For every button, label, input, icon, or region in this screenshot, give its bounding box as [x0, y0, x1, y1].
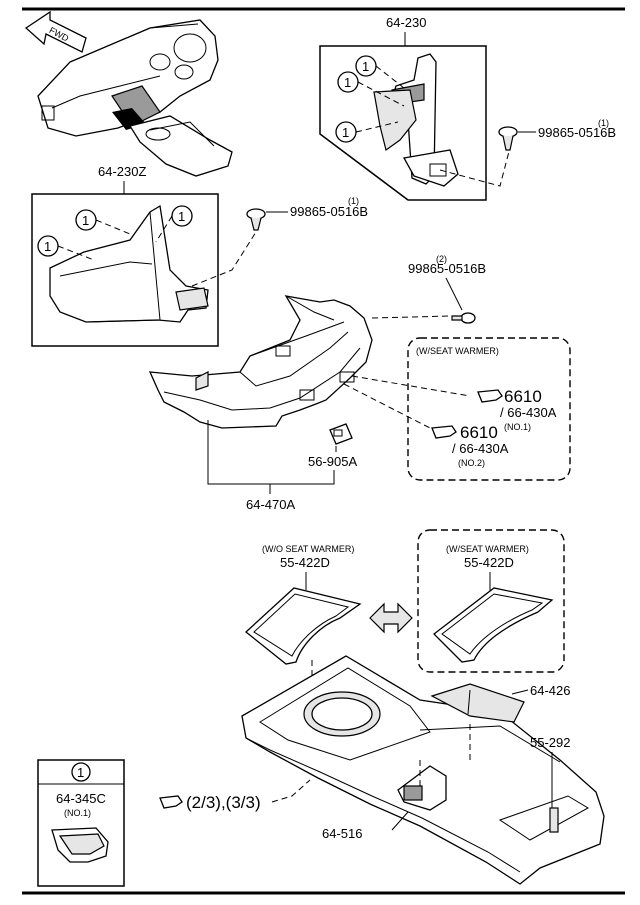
- callout-64-516: 64-516: [322, 826, 362, 841]
- fwd-arrow-icon: FWD: [24, 10, 87, 53]
- marker-1: 1: [171, 205, 193, 227]
- part-64-230z: [49, 204, 209, 323]
- bracket-56-905a: [329, 423, 353, 445]
- clip-64-345c-icon: [51, 827, 109, 863]
- marker-1: 1: [71, 762, 91, 782]
- wo-seat-warmer-label: (W/O SEAT WARMER): [262, 544, 354, 554]
- w-seat-warmer-label: (W/SEAT WARMER): [446, 544, 529, 554]
- marker-1: 1: [355, 55, 377, 77]
- ref-66-430a: / 66-430A: [500, 405, 557, 420]
- callout-64-230z: 64-230Z: [98, 164, 146, 179]
- callout-64-230: 64-230: [386, 15, 426, 30]
- hand-pointer-icon: [431, 425, 457, 439]
- legend-note: (NO.1): [64, 808, 91, 818]
- legend-box: [37, 759, 125, 887]
- svg-text:1: 1: [178, 209, 185, 224]
- box-64-230z: [31, 193, 219, 347]
- marker-1: 1: [337, 71, 359, 93]
- callout-99865-0516b: 99865-0516B: [538, 125, 616, 140]
- seat-warmer-mat-box: [417, 529, 565, 673]
- ref-66-430a: / 66-430A: [452, 441, 509, 456]
- hand-pointer-icon: [159, 795, 183, 809]
- seat-warmer-box-title: (W/SEAT WARMER): [416, 346, 499, 356]
- ref-6610: 6610: [504, 387, 542, 406]
- swap-arrow-icon: [369, 602, 413, 634]
- svg-text:1: 1: [77, 765, 84, 780]
- ref-note: (NO.2): [458, 458, 485, 468]
- ref-6610: 6610: [460, 423, 498, 442]
- legend-part-64-345c: 64-345C: [56, 791, 106, 806]
- page-reference: (2/3),(3/3): [186, 793, 261, 812]
- mat-55-422d: [245, 587, 362, 665]
- svg-text:1: 1: [44, 239, 51, 254]
- callout-qty: (1): [348, 196, 359, 206]
- marker-1: 1: [37, 235, 59, 257]
- marker-1: 1: [335, 121, 357, 143]
- svg-text:1: 1: [82, 213, 89, 228]
- clip-icon: [451, 312, 476, 324]
- svg-text:1: 1: [344, 75, 351, 90]
- mat-55-422d: [433, 587, 554, 663]
- callout-qty: (2): [436, 254, 447, 264]
- mat-64-426: [430, 683, 525, 723]
- callout-56-905a: 56-905A: [308, 454, 357, 469]
- box-64-230: [319, 45, 487, 201]
- ref-note: (NO.1): [504, 422, 531, 432]
- callout-55-422d: 55-422D: [280, 555, 330, 570]
- console-panel: [241, 655, 605, 885]
- hand-pointer-icon: [477, 389, 503, 403]
- svg-text:1: 1: [362, 59, 369, 74]
- clip-icon: [498, 126, 518, 151]
- svg-text:1: 1: [342, 125, 349, 140]
- callout-64-470a: 64-470A: [246, 497, 295, 512]
- callout-55-422d: 55-422D: [464, 555, 514, 570]
- clip-icon: [246, 208, 266, 231]
- callout-55-292: 55-292: [530, 735, 570, 750]
- callout-qty: (1): [598, 118, 609, 128]
- callout-99865-0516b: 99865-0516B: [408, 261, 486, 276]
- marker-1: 1: [75, 209, 97, 231]
- dashboard-overview: [37, 19, 233, 177]
- bracket-64-470a: [148, 295, 373, 429]
- callout-99865-0516b: 99865-0516B: [290, 204, 368, 219]
- seat-warmer-harness-box: [407, 337, 571, 481]
- callout-64-426: 64-426: [530, 683, 570, 698]
